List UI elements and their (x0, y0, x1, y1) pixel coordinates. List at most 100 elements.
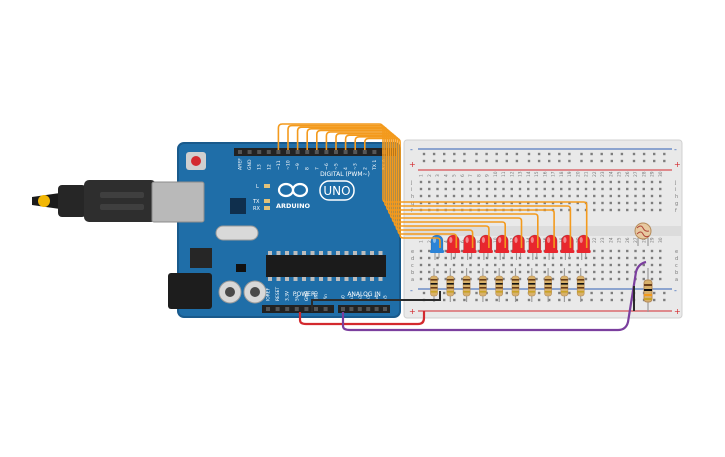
breadboard-hole[interactable] (609, 201, 612, 205)
rail-hole[interactable] (632, 159, 636, 163)
rail-hole[interactable] (475, 291, 478, 295)
breadboard-hole[interactable] (419, 263, 423, 267)
breadboard-hole[interactable] (584, 187, 588, 191)
signal-wire[interactable] (344, 134, 474, 248)
rail-hole[interactable] (443, 152, 446, 156)
breadboard-hole[interactable] (477, 249, 480, 253)
breadboard-hole[interactable] (477, 180, 480, 184)
breadboard-hole[interactable] (419, 201, 423, 205)
breadboard-hole[interactable] (609, 270, 612, 274)
breadboard-hole[interactable] (428, 277, 431, 281)
breadboard-hole[interactable] (461, 201, 464, 205)
breadboard-hole[interactable] (634, 180, 637, 184)
breadboard-hole[interactable] (617, 201, 621, 205)
signal-wire[interactable] (325, 131, 506, 248)
breadboard-hole[interactable] (551, 180, 555, 184)
breadboard-hole[interactable] (502, 201, 505, 205)
rail-hole[interactable] (475, 159, 478, 163)
breadboard-hole[interactable] (634, 201, 637, 205)
header-hole[interactable] (295, 150, 300, 154)
breadboard-hole[interactable] (452, 180, 456, 184)
breadboard-hole[interactable] (527, 263, 530, 267)
breadboard-hole[interactable] (535, 277, 538, 281)
header-hole[interactable] (294, 307, 299, 311)
breadboard-hole[interactable] (436, 256, 439, 260)
breadboard-hole[interactable] (626, 277, 629, 281)
breadboard-hole[interactable] (461, 249, 464, 253)
header-hole[interactable] (276, 150, 281, 154)
breadboard-hole[interactable] (518, 194, 522, 198)
breadboard-hole[interactable] (642, 270, 645, 274)
breadboard-hole[interactable] (543, 263, 546, 267)
breadboard-hole[interactable] (485, 277, 489, 281)
rail-hole[interactable] (495, 152, 498, 156)
led-dome[interactable] (447, 234, 460, 252)
breadboard-hole[interactable] (527, 201, 530, 205)
breadboard-hole[interactable] (634, 208, 637, 212)
rail-hole[interactable] (620, 298, 624, 302)
breadboard-hole[interactable] (469, 270, 472, 274)
header-hole[interactable] (372, 150, 377, 154)
breadboard-hole[interactable] (502, 256, 505, 260)
breadboard-hole[interactable] (650, 194, 654, 198)
breadboard-hole[interactable] (576, 201, 579, 205)
breadboard-hole[interactable] (617, 208, 621, 212)
breadboard-hole[interactable] (452, 187, 456, 191)
led-dome[interactable] (512, 234, 525, 252)
breadboard-hole[interactable] (576, 256, 579, 260)
breadboard-hole[interactable] (642, 256, 645, 260)
breadboard-hole[interactable] (469, 194, 472, 198)
breadboard-hole[interactable] (593, 277, 596, 281)
rail-hole[interactable] (663, 152, 666, 156)
header-hole[interactable] (334, 150, 338, 154)
breadboard-hole[interactable] (469, 201, 472, 205)
breadboard-hole[interactable] (461, 180, 464, 184)
breadboard-hole[interactable] (527, 194, 530, 198)
rail-hole[interactable] (558, 159, 561, 163)
breadboard-hole[interactable] (560, 194, 563, 198)
breadboard-hole[interactable] (543, 187, 546, 191)
breadboard-hole[interactable] (485, 194, 489, 198)
breadboard-hole[interactable] (419, 249, 423, 253)
led-dome[interactable] (577, 234, 590, 252)
breadboard-hole[interactable] (452, 194, 456, 198)
breadboard-hole[interactable] (428, 180, 431, 184)
rail-hole[interactable] (475, 152, 478, 156)
breadboard-hole[interactable] (452, 256, 456, 260)
breadboard-hole[interactable] (494, 180, 497, 184)
breadboard-hole[interactable] (419, 187, 423, 191)
breadboard-hole[interactable] (469, 256, 472, 260)
breadboard-hole[interactable] (576, 180, 579, 184)
rail-hole[interactable] (485, 152, 488, 156)
breadboard-hole[interactable] (510, 256, 513, 260)
breadboard-hole[interactable] (593, 201, 596, 205)
rail-hole[interactable] (590, 152, 593, 156)
breadboard-hole[interactable] (535, 270, 538, 274)
led-dome[interactable] (479, 234, 493, 252)
breadboard-hole[interactable] (626, 180, 629, 184)
breadboard-hole[interactable] (551, 277, 555, 281)
breadboard-hole[interactable] (428, 201, 431, 205)
breadboard-hole[interactable] (543, 180, 546, 184)
breadboard-hole[interactable] (535, 263, 538, 267)
breadboard-hole[interactable] (659, 194, 662, 198)
led-dome[interactable] (544, 234, 558, 252)
breadboard-hole[interactable] (461, 270, 464, 274)
breadboard-hole[interactable] (551, 263, 555, 267)
breadboard-hole[interactable] (650, 256, 654, 260)
rail-hole[interactable] (527, 298, 531, 302)
breadboard-hole[interactable] (560, 263, 563, 267)
rail-hole[interactable] (568, 152, 571, 156)
rail-hole[interactable] (663, 298, 666, 302)
breadboard-hole[interactable] (494, 277, 497, 281)
rail-hole[interactable] (422, 152, 426, 156)
breadboard-hole[interactable] (494, 270, 497, 274)
header-hole[interactable] (266, 150, 271, 154)
breadboard-hole[interactable] (642, 208, 645, 212)
breadboard-hole[interactable] (659, 208, 662, 212)
rail-hole[interactable] (537, 159, 541, 163)
rail-hole[interactable] (653, 152, 656, 156)
rail-hole[interactable] (558, 291, 561, 295)
breadboard-hole[interactable] (535, 194, 538, 198)
breadboard-hole[interactable] (650, 249, 654, 253)
